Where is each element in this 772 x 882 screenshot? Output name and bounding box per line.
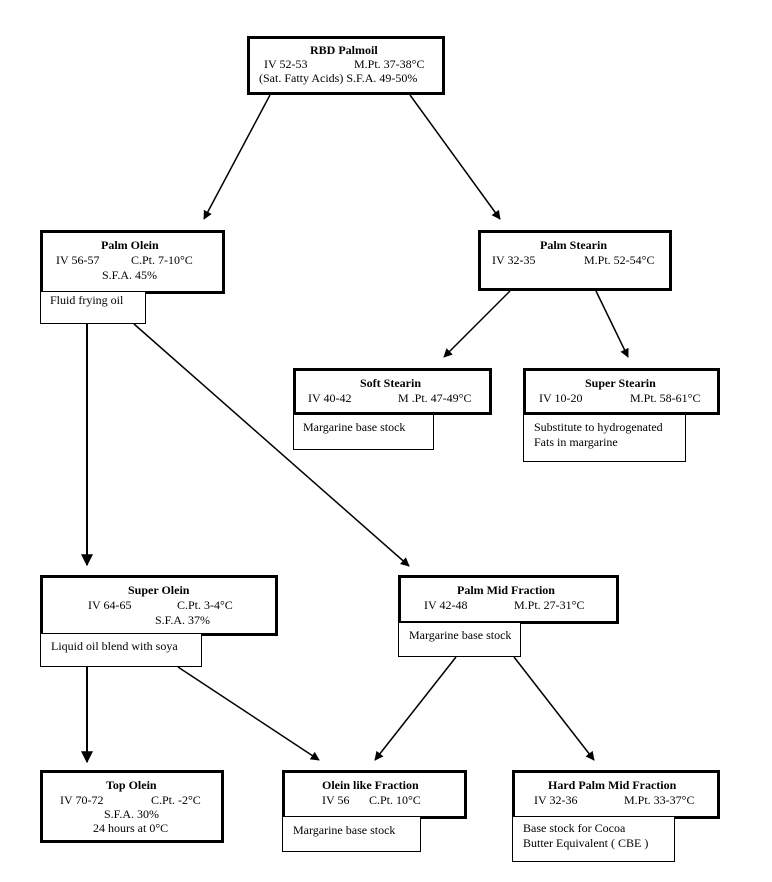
super-stearin-title: Super Stearin <box>585 376 656 390</box>
olein-like-fraction-title: Olein like Fraction <box>322 778 419 792</box>
top-olein-cloud-point: C.Pt. -2°C <box>151 793 201 807</box>
super-olein-note: Liquid oil blend with soya <box>40 633 202 667</box>
olein-like-fraction-box <box>282 770 467 819</box>
palm-mid-fraction-note-text: Margarine base stock <box>409 628 512 642</box>
olein-like-fraction-note-text: Margarine base stock <box>293 823 396 837</box>
palm-olein-note-text: Fluid frying oil <box>50 293 124 307</box>
arrow-palm-mid-to-olein-like-fraction <box>374 656 457 761</box>
arrow-super-olein-to-olein-like-fraction <box>177 666 320 761</box>
palm-stearin-melting-point: M.Pt. 52-54°C <box>584 253 655 267</box>
super-stearin-box <box>523 368 720 415</box>
top-olein-iv: IV 70-72 <box>60 793 104 807</box>
rbd-palmoil-title: RBD Palmoil <box>310 43 378 57</box>
palm-mid-fraction-melting-point: M.Pt. 27-31°C <box>514 598 585 612</box>
palm-olein-sfa: S.F.A. 45% <box>102 268 158 282</box>
super-olein-sfa: S.F.A. 37% <box>155 613 211 627</box>
rbd-palmoil-iv: IV 52-53 <box>264 57 308 71</box>
hard-palm-mid-fraction-note-line1: Base stock for Cocoa <box>523 821 626 835</box>
palm-olein-cloud-point: C.Pt. 7-10°C <box>131 253 193 267</box>
soft-stearin-title: Soft Stearin <box>360 376 421 390</box>
palm-mid-fraction-title: Palm Mid Fraction <box>457 583 555 597</box>
super-stearin-note-line2: Fats in margarine <box>534 435 618 449</box>
top-olein-holding-note: 24 hours at 0°C <box>93 821 169 835</box>
top-olein-title: Top Olein <box>106 778 157 792</box>
arrow-palm-olein-to-palm-mid-fraction <box>133 323 410 567</box>
arrow-palm-stearin-to-soft-stearin <box>443 290 511 358</box>
top-olein-box <box>40 770 224 843</box>
hard-palm-mid-fraction-note-line2: Butter Equivalent ( CBE ) <box>523 836 649 850</box>
hard-palm-mid-fraction-melting-point: M.Pt. 33-37°C <box>624 793 695 807</box>
super-stearin-iv: IV 10-20 <box>539 391 583 405</box>
hard-palm-mid-fraction-iv: IV 32-36 <box>534 793 578 807</box>
top-olein-sfa: S.F.A. 30% <box>104 807 160 821</box>
palm-stearin-title: Palm Stearin <box>540 238 607 252</box>
palm-mid-fraction-iv: IV 42-48 <box>424 598 468 612</box>
arrow-rbd-to-palm-stearin <box>409 94 501 220</box>
palm-stearin-iv: IV 32-35 <box>492 253 536 267</box>
arrow-palm-stearin-to-super-stearin <box>595 290 629 358</box>
olein-like-fraction-note: Margarine base stock <box>282 816 421 852</box>
soft-stearin-note-text: Margarine base stock <box>303 420 406 434</box>
palm-mid-fraction-box <box>398 575 619 624</box>
palm-olein-note: Fluid frying oil <box>40 291 146 324</box>
palm-olein-title: Palm Olein <box>101 238 159 252</box>
rbd-palmoil-melting-point: M.Pt. 37-38°C <box>354 57 425 71</box>
super-olein-note-text: Liquid oil blend with soya <box>51 639 178 653</box>
rbd-palmoil-sfa: (Sat. Fatty Acids) S.F.A. 49-50% <box>259 71 418 85</box>
palm-stearin-box <box>478 230 672 291</box>
super-stearin-note: Substitute to hydrogenated Fats in marga… <box>523 414 686 462</box>
palm-mid-fraction-note: Margarine base stock <box>398 622 521 657</box>
hard-palm-mid-fraction-note: Base stock for Cocoa Butter Equivalent (… <box>512 816 675 862</box>
palm-olein-iv: IV 56-57 <box>56 253 100 267</box>
soft-stearin-melting-point: M .Pt. 47-49°C <box>398 391 472 405</box>
hard-palm-mid-fraction-box <box>512 770 720 819</box>
arrow-rbd-to-palm-olein <box>203 94 271 220</box>
soft-stearin-box <box>293 368 492 415</box>
soft-stearin-note: Margarine base stock <box>293 414 434 450</box>
olein-like-fraction-iv: IV 56 <box>322 793 350 807</box>
rbd-palmoil-box <box>247 36 445 95</box>
super-olein-cloud-point: C.Pt. 3-4°C <box>177 598 233 612</box>
super-stearin-note-line1: Substitute to hydrogenated <box>534 420 663 434</box>
olein-like-fraction-cloud-point: C.Pt. 10°C <box>369 793 421 807</box>
super-olein-iv: IV 64-65 <box>88 598 132 612</box>
hard-palm-mid-fraction-title: Hard Palm Mid Fraction <box>548 778 677 792</box>
super-olein-title: Super Olein <box>128 583 190 597</box>
arrow-palm-mid-to-hard-palm-mid-fraction <box>513 656 595 761</box>
soft-stearin-iv: IV 40-42 <box>308 391 352 405</box>
super-stearin-melting-point: M.Pt. 58-61°C <box>630 391 701 405</box>
